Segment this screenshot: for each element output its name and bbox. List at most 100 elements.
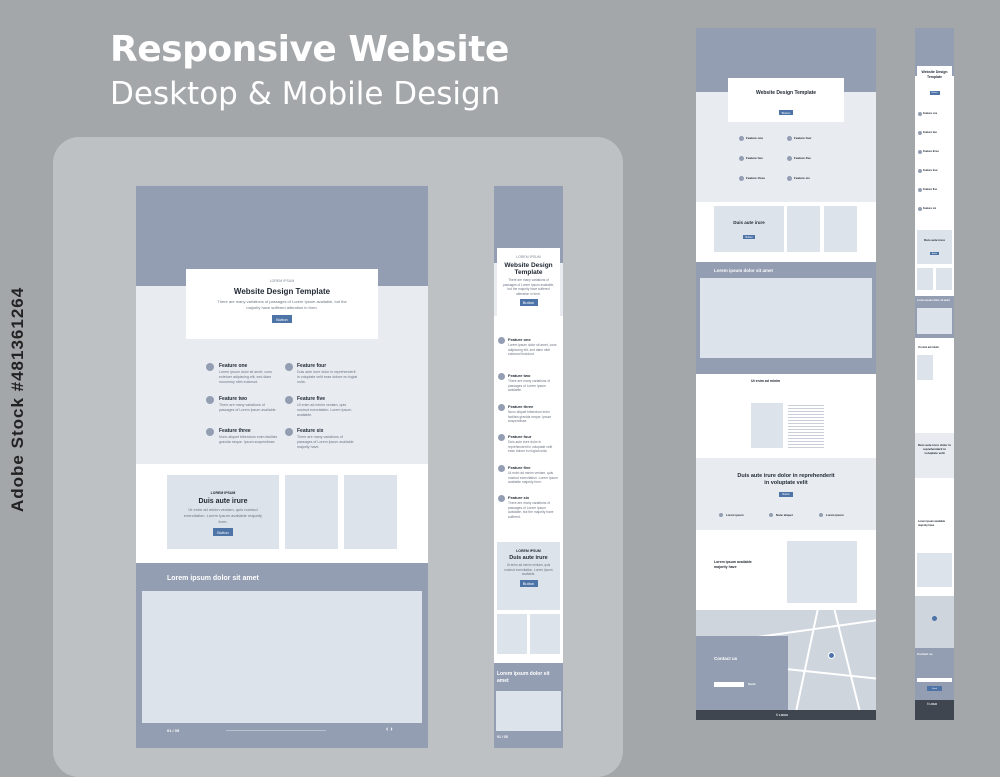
stock-id: #481361264 — [8, 286, 27, 392]
df-footer: © LOGO — [696, 710, 876, 720]
desktop-feature-5-title: Feature five — [297, 396, 326, 402]
df-cta-button[interactable]: Button — [779, 492, 793, 497]
mobile-feature-5-text: Ut enim ad minim veniam, quis nostrud ex… — [508, 471, 558, 485]
feature-icon — [498, 495, 505, 502]
desktop-feature-1-text: Lorem ipsum dolor sit amet, cons ectetue… — [219, 370, 272, 384]
feature-icon — [498, 434, 505, 441]
feature-icon — [918, 131, 922, 135]
df-promo-card: Duis aute irure Button — [714, 206, 784, 252]
df-cta-section: Duis aute irure dolor in reprehenderit i… — [696, 458, 876, 530]
mf-gallery-section: Lorem ipsum dolor sit amet — [915, 296, 954, 338]
df-email-input[interactable] — [714, 682, 744, 687]
desktop-promo-card: LOREM IPSUM Duis aute irure Ut enim ad m… — [167, 475, 279, 549]
desktop-gallery-title: Lorem ipsum dolor sit amet — [167, 575, 259, 582]
mf-email-input[interactable] — [917, 678, 952, 682]
feature-icon — [787, 136, 792, 141]
df-hero-button[interactable]: Button — [779, 110, 793, 115]
df-feature-5: Feature five — [794, 156, 811, 160]
mobile-feature-1-text: Lorem ipsum dolor sit amet, cons adipisc… — [508, 343, 557, 357]
desktop-mockup: LOREM IPSUM Website Design Template Ther… — [136, 186, 428, 748]
mobile-feature-2-text: There are many variations of passages of… — [508, 379, 550, 393]
mf-feature-4: Feature four — [923, 169, 938, 172]
mf-feature-1: Feature one — [923, 112, 938, 115]
mf-promo-button[interactable]: Button — [930, 252, 939, 255]
df-promo-title: Duis aute irure — [733, 220, 765, 225]
desktop-promo-button[interactable]: Button — [213, 528, 233, 536]
mobile-gallery-title: Lorem ipsum dolor sit amet — [497, 671, 550, 684]
desktop-hero-button[interactable]: Button — [272, 315, 292, 323]
desktop-image-placeholder — [344, 475, 397, 549]
mobile-eyebrow: LOREM IPSUM — [516, 255, 541, 259]
mf-send-button[interactable]: Send — [927, 686, 942, 691]
mf-gallery-title: Lorem ipsum dolor sit amet — [917, 299, 950, 302]
map-pin-icon[interactable] — [828, 652, 835, 659]
desktop-feature-4-text: Duis aute irure dolor in reprehenderit i… — [297, 370, 358, 384]
df-promo-button[interactable]: Button — [743, 235, 755, 239]
desktop-eyebrow: LOREM IPSUM — [269, 279, 295, 283]
df-send-button[interactable]: Send — [748, 682, 756, 686]
desktop-hero-title: Website Design Template — [233, 287, 331, 296]
df-contact-title: Contact us — [714, 656, 738, 661]
mobile-hero-text: There are many variations of passages of… — [502, 278, 555, 296]
mobile-promo-text: Ut enim ad minim veniam, quis nostrud ex… — [504, 563, 553, 576]
feature-icon — [285, 396, 293, 404]
feature-icon — [918, 112, 922, 116]
mobile-image-placeholder — [530, 614, 560, 654]
df-feature-4: Feature four — [794, 136, 812, 140]
mf-hero-button[interactable]: Button — [929, 91, 940, 95]
desktop-feature-2-title: Feature two — [219, 396, 248, 402]
df-image-placeholder — [824, 206, 857, 252]
df-feature-1: Feature one — [746, 136, 764, 140]
df-feature-6: Feature six — [794, 176, 810, 180]
mf-hero-card: Website Design Template Button — [917, 66, 952, 100]
mf-footer-brand: © LOGO — [927, 703, 937, 706]
cta-icon — [719, 513, 723, 517]
mf-article-image — [917, 355, 933, 380]
df-cta-item-2: Nunc aliquet — [776, 513, 793, 517]
mf-image-placeholder — [936, 268, 952, 290]
df-image-placeholder — [787, 206, 820, 252]
mf-hero-title: Website Design Template — [921, 70, 948, 79]
mf-feature-5: Feature five — [923, 188, 938, 191]
mf-map — [915, 596, 954, 648]
df-gallery-title: Lorem ipsum dolor sit amet — [714, 268, 774, 273]
mf-feature-3: Feature three — [923, 150, 939, 153]
desktop-feature-1-title: Feature one — [219, 363, 248, 369]
feature-icon — [918, 150, 922, 154]
mf-promo-title: Duis aute irure — [923, 238, 945, 242]
map-pin-icon[interactable] — [932, 616, 937, 621]
feature-icon — [285, 363, 293, 371]
mobile-gallery-pager: 01 / 05 — [497, 735, 508, 739]
mobile-feature-6-text: There are many variations of passages of… — [508, 501, 554, 519]
mobile-hero-button[interactable]: Button — [519, 299, 538, 306]
desktop-feature-6-title: Feature six — [297, 428, 324, 434]
df-gallery-image — [700, 278, 872, 358]
desktop-gallery-progress — [226, 730, 326, 731]
feature-icon — [498, 337, 505, 344]
map-road — [793, 610, 821, 710]
mobile-feature-1-title: Feature one — [508, 337, 531, 342]
desktop-gallery-arrows[interactable]: ‹ › — [386, 726, 393, 733]
df-hero-card: Website Design Template Button — [728, 78, 844, 122]
mobile-hero-card: LOREM IPSUM Website Design Template Ther… — [497, 248, 560, 317]
desktop-hero-text: There are many variations of passages of… — [217, 299, 347, 310]
mf-image-placeholder — [917, 268, 933, 290]
mobile-gallery-image — [496, 691, 561, 731]
feature-icon — [739, 176, 744, 181]
df-article-title: Ut enim ad minim — [751, 379, 781, 383]
mobile-promo-button[interactable]: Button — [519, 579, 538, 587]
desktop-feature-3-title: Feature three — [219, 428, 251, 434]
mobile-full-mockup: Website Design Template Button Feature o… — [915, 28, 954, 720]
mobile-feature-6-title: Feature six — [508, 495, 530, 500]
mobile-gallery-section: Lorem ipsum dolor sit amet 01 / 05 — [494, 663, 563, 748]
stock-brand: Adobe Stock — [8, 397, 27, 512]
mf-article-title: Ut enim ad minim — [918, 346, 939, 349]
mf-feature-6: Feature six — [923, 207, 937, 210]
cta-icon — [819, 513, 823, 517]
desktop-hero-card: LOREM IPSUM Website Design Template Ther… — [186, 269, 378, 339]
df-gallery-section: Lorem ipsum dolor sit amet — [696, 262, 876, 374]
df-feature-3: Feature three — [746, 176, 766, 180]
desktop-gallery-image — [142, 591, 422, 723]
desktop-promo-text: Ut enim ad minim veniam, quis nostrud ex… — [183, 507, 263, 524]
feature-icon — [739, 136, 744, 141]
